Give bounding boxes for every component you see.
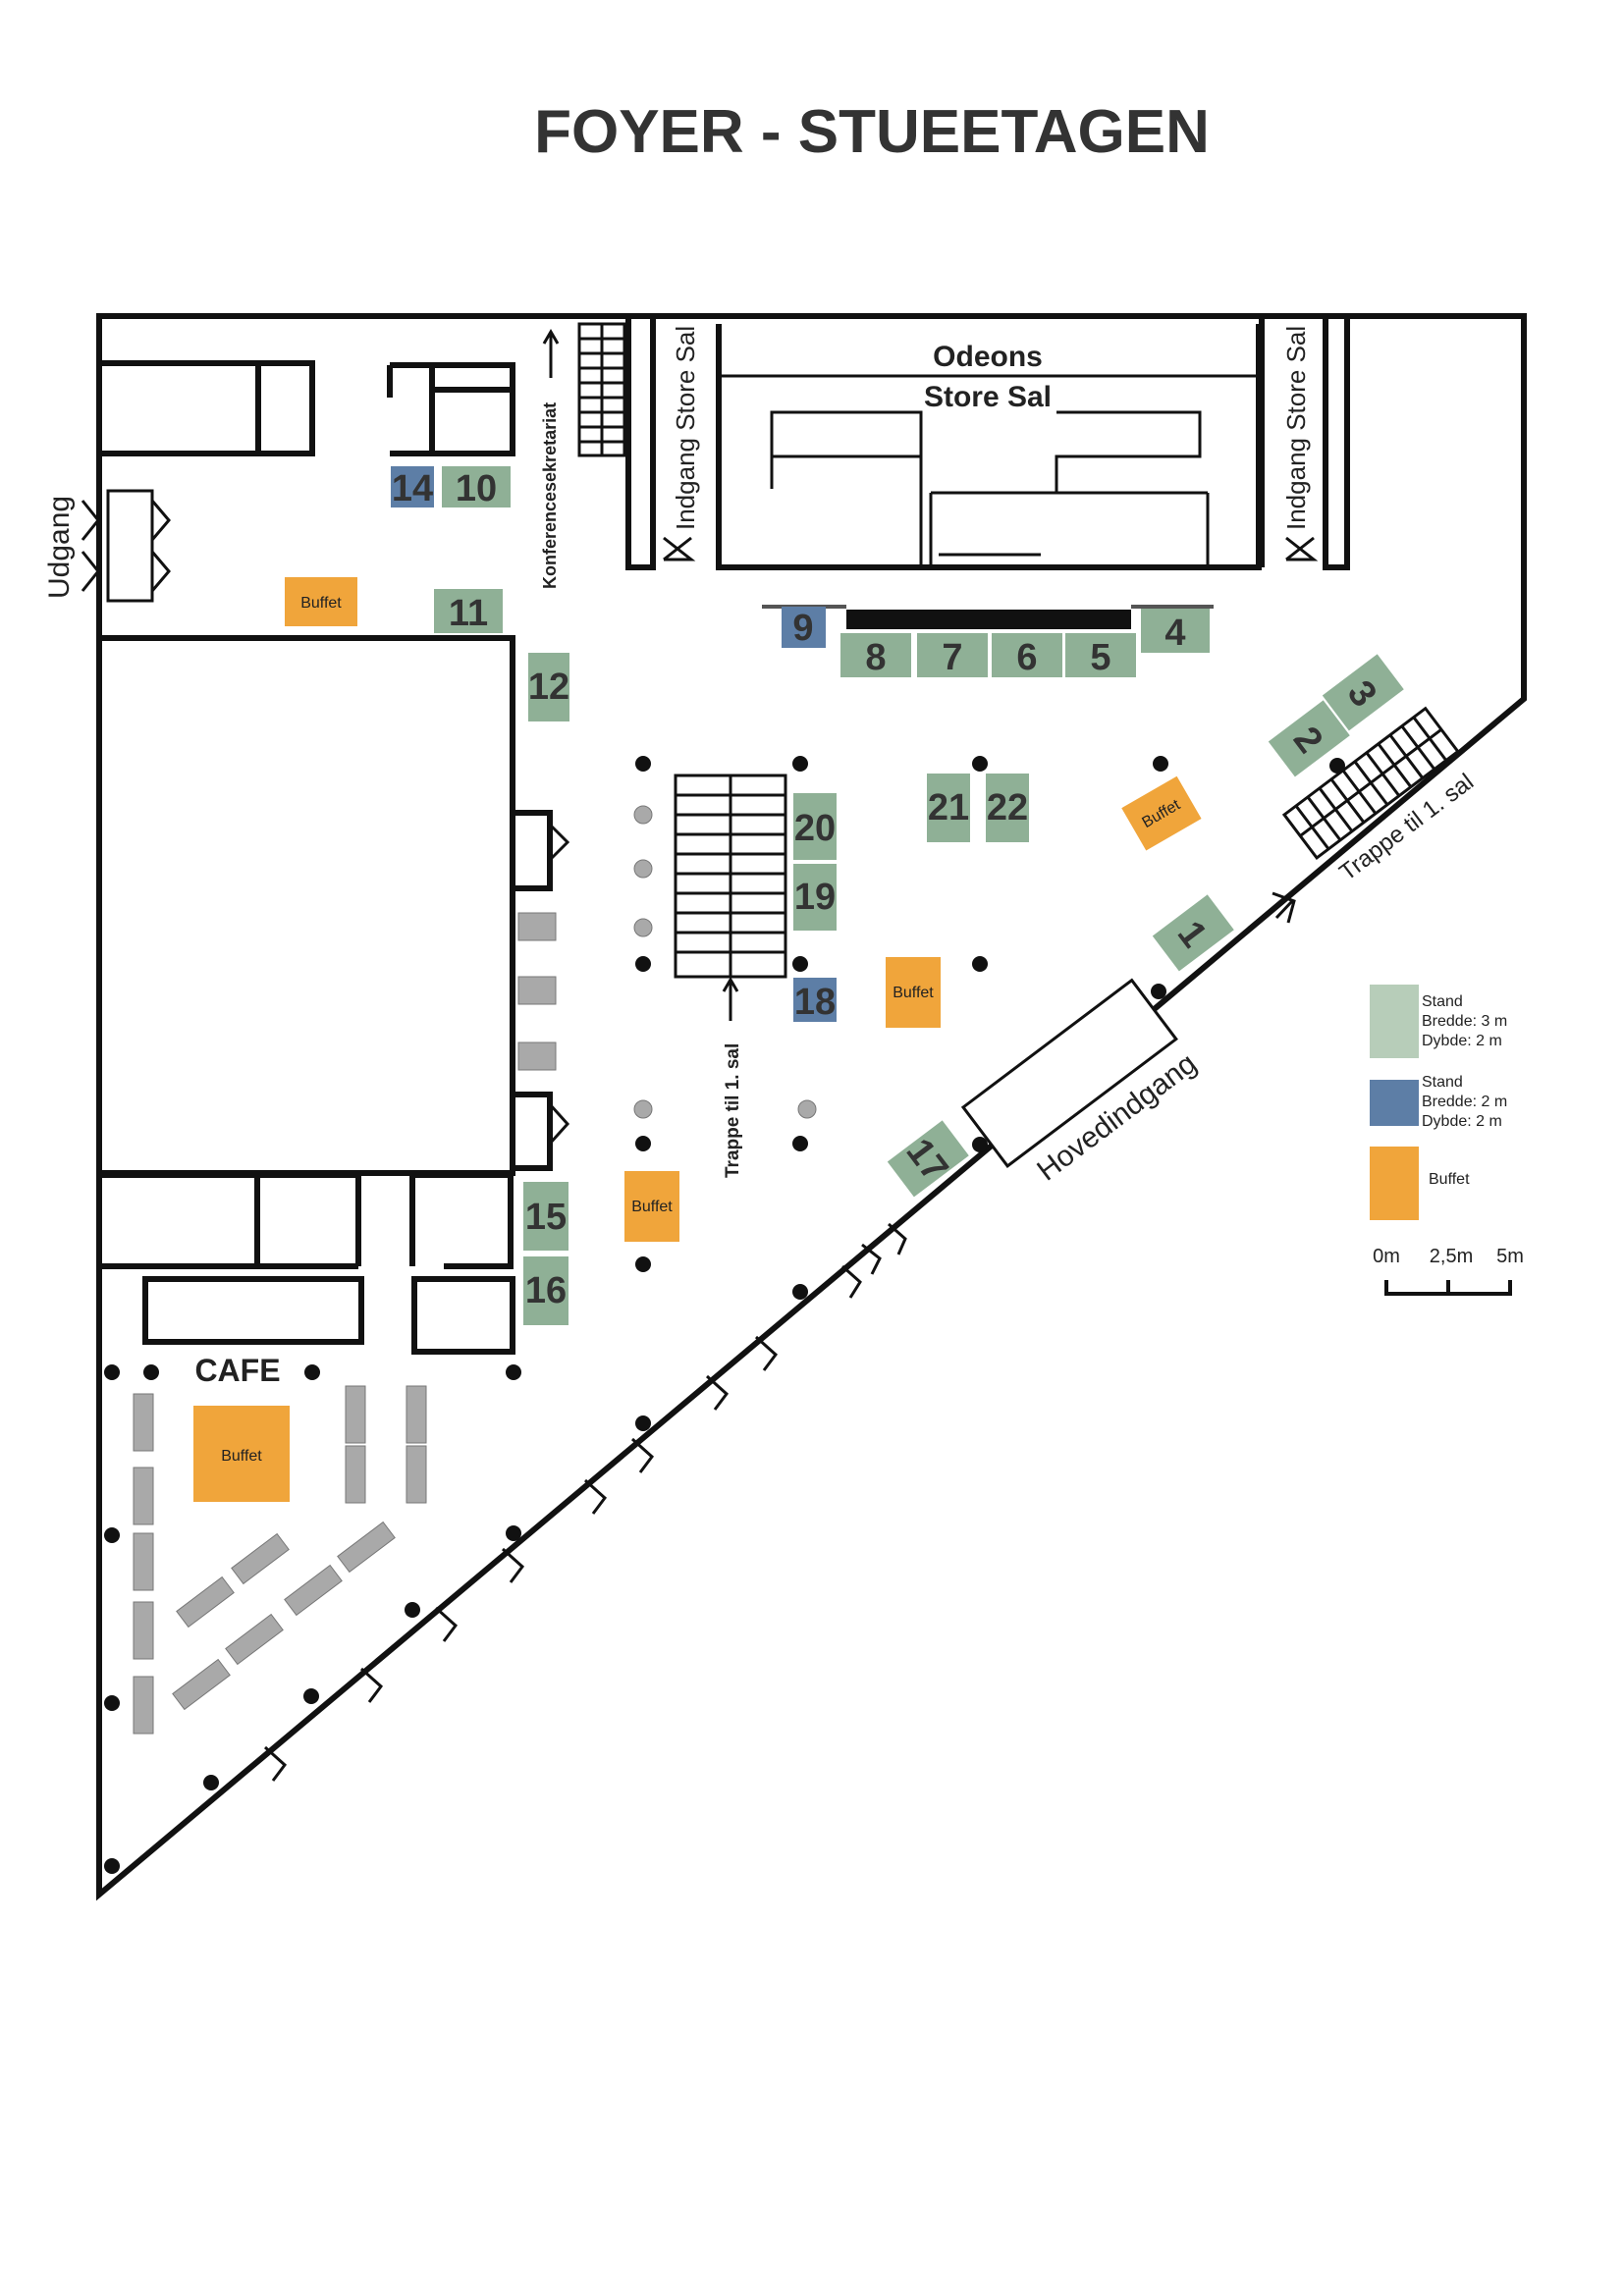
svg-text:8: 8: [865, 637, 886, 678]
legend-large-depth: Dybde: 2 m: [1422, 1033, 1502, 1049]
udgang-door: [81, 489, 171, 603]
buffet-1[interactable]: Buffet: [285, 577, 357, 626]
svg-text:18: 18: [794, 982, 836, 1023]
building-outline: [96, 313, 1527, 1901]
lounge-tables: [517, 912, 557, 1071]
legend-large-title: Stand: [1422, 993, 1463, 1010]
konference-label: Konferencesekretariat: [540, 402, 560, 589]
svg-text:Buffet: Buffet: [631, 1199, 673, 1215]
buffet-5[interactable]: Buffet: [193, 1406, 290, 1502]
scale-tick-1: 2,5m: [1430, 1246, 1473, 1267]
stand-8[interactable]: 8: [840, 633, 911, 678]
svg-text:9: 9: [792, 608, 813, 649]
konference-stairs: [577, 322, 626, 457]
odeons-label-2: Store Sal: [924, 381, 1052, 413]
page-title: FOYER - STUEETAGEN: [534, 98, 1210, 166]
stand-9[interactable]: 9: [782, 607, 826, 649]
svg-text:Buffet: Buffet: [300, 595, 342, 612]
stand-6[interactable]: 6: [992, 633, 1062, 678]
legend-small-title: Stand: [1422, 1074, 1463, 1091]
store-sal-doors: [663, 536, 1319, 561]
cafe-label: CAFE: [194, 1353, 280, 1388]
svg-text:20: 20: [794, 808, 836, 849]
svg-text:4: 4: [1164, 613, 1185, 654]
stand-18[interactable]: 18: [793, 978, 837, 1023]
svg-text:11: 11: [449, 593, 488, 634]
buffet-3[interactable]: Buffet: [886, 957, 941, 1028]
stand-3[interactable]: 3: [1322, 654, 1404, 731]
svg-text:6: 6: [1016, 637, 1037, 678]
stand-4[interactable]: 4: [1141, 609, 1210, 654]
legend-buffet-swatch: [1370, 1147, 1419, 1220]
indgang-store-sal-right: Indgang Store Sal: [1281, 326, 1311, 530]
svg-text:7: 7: [942, 637, 962, 678]
buffet-2[interactable]: Buffet: [1121, 775, 1202, 851]
hovedindgang-door[interactable]: [960, 978, 1178, 1168]
svg-text:12: 12: [528, 667, 569, 708]
scale-tick-0: 0m: [1373, 1246, 1400, 1267]
legend-small-width: Bredde: 2 m: [1422, 1094, 1507, 1110]
right-stairs: [1281, 706, 1460, 861]
legend-buffet-label: Buffet: [1429, 1171, 1470, 1188]
odeons-label-1: Odeons: [933, 341, 1043, 373]
konference-arrow: [542, 329, 560, 378]
stands: 14 10 11 12 9 8 7 6 5 4 3 2 21 22 20 19 …: [391, 466, 1404, 1325]
stand-15[interactable]: 15: [523, 1182, 568, 1251]
stand-7[interactable]: 7: [917, 633, 988, 678]
top-left-rooms: [99, 360, 515, 456]
svg-text:16: 16: [525, 1270, 567, 1311]
indgang-store-sal-left: Indgang Store Sal: [671, 326, 700, 530]
stand-12[interactable]: 12: [528, 653, 569, 721]
stand-19[interactable]: 19: [793, 864, 837, 931]
udgang-label: Udgang: [43, 496, 76, 599]
svg-text:Buffet: Buffet: [893, 985, 934, 1001]
svg-text:Buffet: Buffet: [221, 1448, 262, 1465]
stand-21[interactable]: 21: [927, 774, 970, 842]
svg-text:22: 22: [987, 787, 1028, 828]
central-room: [99, 635, 570, 1355]
diagonal-doors: [263, 891, 1296, 1782]
stand-20[interactable]: 20: [793, 793, 837, 860]
svg-text:15: 15: [525, 1197, 567, 1238]
stand-5[interactable]: 5: [1065, 633, 1136, 678]
stand-10[interactable]: 10: [442, 466, 511, 509]
buffet-4[interactable]: Buffet: [624, 1171, 679, 1242]
legend-small-depth: Dybde: 2 m: [1422, 1113, 1502, 1130]
svg-text:5: 5: [1090, 637, 1110, 678]
stand-22[interactable]: 22: [986, 774, 1029, 842]
svg-text:21: 21: [928, 787, 969, 828]
legend-large-swatch: [1370, 985, 1419, 1058]
stand-1[interactable]: 1: [1152, 894, 1234, 972]
stand-17[interactable]: 17: [887, 1120, 969, 1198]
legend-large-width: Bredde: 3 m: [1422, 1013, 1507, 1030]
standing-tables: [633, 805, 817, 1119]
scale-bar: 0m 2,5m 5m: [1373, 1246, 1524, 1296]
stand-16[interactable]: 16: [523, 1256, 568, 1325]
stand-2[interactable]: 2: [1268, 700, 1350, 777]
stand-11[interactable]: 11: [434, 589, 503, 634]
columns: [104, 756, 1345, 1874]
scale-tick-2: 5m: [1496, 1246, 1524, 1267]
svg-text:19: 19: [794, 877, 836, 918]
svg-text:10: 10: [456, 468, 497, 509]
legend: Stand Bredde: 3 m Dybde: 2 m Stand Bredd…: [1370, 985, 1507, 1220]
cafe-seating: [133, 1385, 427, 1735]
central-stairs: [674, 774, 787, 1021]
stand-14[interactable]: 14: [391, 466, 434, 509]
svg-text:14: 14: [392, 468, 433, 509]
legend-small-swatch: [1370, 1080, 1419, 1126]
trappe-center-label: Trappe til 1. sal: [723, 1043, 743, 1178]
